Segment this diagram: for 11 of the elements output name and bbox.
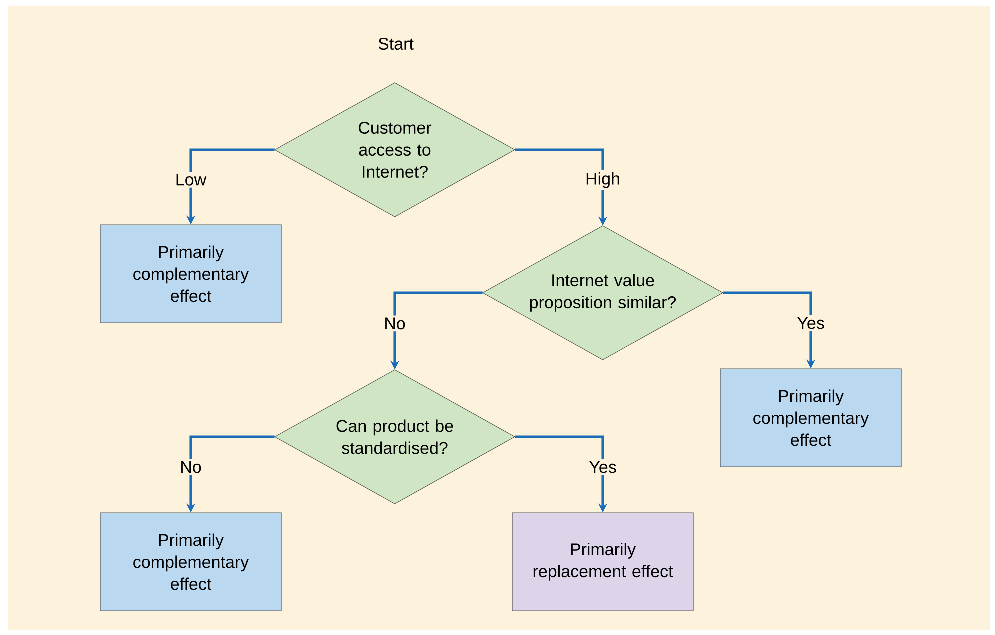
result-box: Primarily complementary effect <box>100 512 282 612</box>
result-box: Primarily replacement effect <box>512 512 694 612</box>
start-label: Start <box>378 38 414 50</box>
edge-label: No <box>382 316 408 332</box>
result-box: Primarily complementary effect <box>100 224 282 324</box>
edge-label: Yes <box>795 315 827 332</box>
result-box: Primarily complementary effect <box>720 368 902 468</box>
edge-label: Low <box>173 172 209 188</box>
edge-label: High <box>584 170 622 190</box>
edge-label: Yes <box>587 459 619 476</box>
edge-label: No <box>178 459 204 476</box>
